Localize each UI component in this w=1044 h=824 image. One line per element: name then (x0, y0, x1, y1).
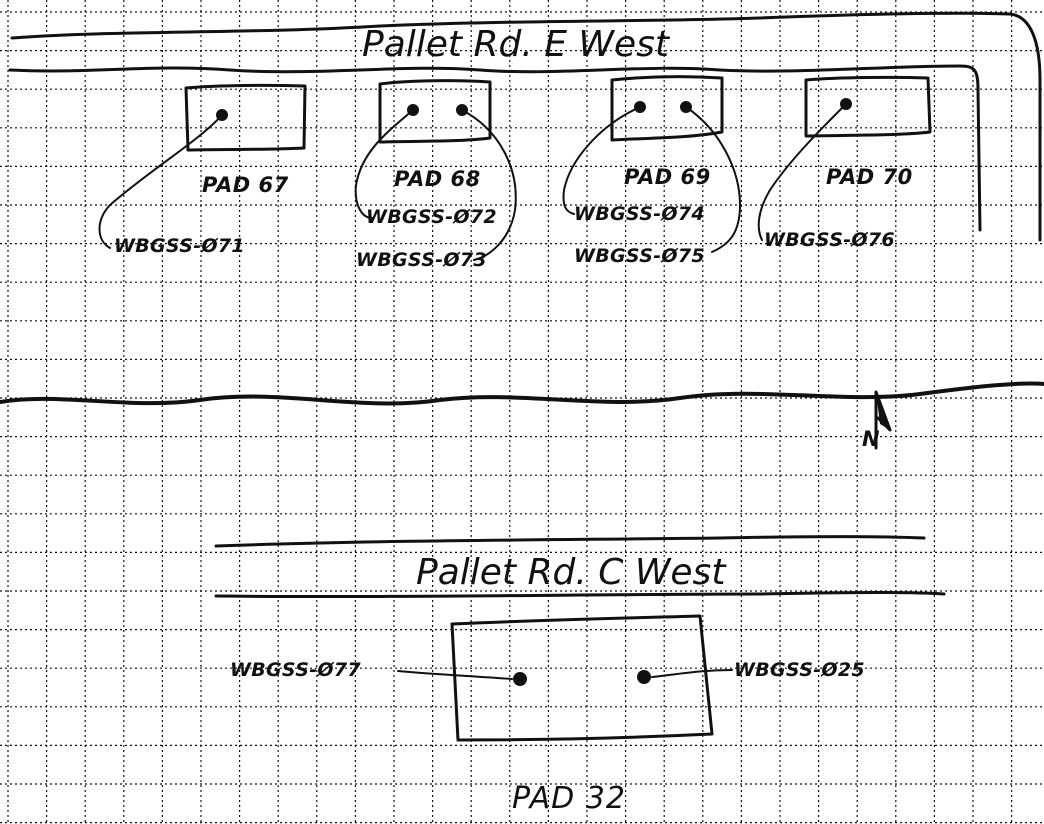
road-c-label: Pallet Rd. C West (416, 552, 727, 593)
pad-32-box (450, 614, 714, 742)
well-76-leader (757, 103, 847, 241)
road-e-lower-edge (8, 64, 982, 232)
well-76-label: WBGSS-Ø76 (764, 229, 895, 251)
pad-67-box (184, 83, 307, 152)
well-75-label: WBGSS-Ø75 (574, 245, 705, 267)
pad-70-box (804, 75, 932, 138)
north-arrow-label: N (862, 427, 880, 451)
well-75-leader (685, 106, 741, 253)
pad-70-label: PAD 70 (826, 165, 913, 189)
well-74-leader (562, 106, 641, 215)
well-77-marker (513, 672, 527, 686)
pad-68-label: PAD 68 (394, 167, 481, 191)
north-arrow-fill (876, 392, 890, 430)
well-71-label: WBGSS-Ø71 (114, 235, 245, 257)
pad-32: WBGSS-Ø77 WBGSS-Ø25 PAD 32 (230, 614, 865, 816)
well-72-label: WBGSS-Ø72 (366, 206, 497, 228)
well-73-label: WBGSS-Ø73 (356, 249, 487, 271)
road-e-west: Pallet Rd. E West (8, 11, 1042, 242)
well-25-marker (637, 670, 651, 684)
well-25-label: WBGSS-Ø25 (734, 659, 865, 681)
pad-69-label: PAD 69 (624, 165, 711, 189)
road-e-label: Pallet Rd. E West (362, 24, 671, 65)
well-25-leader (651, 669, 733, 678)
pad-68-box (378, 79, 492, 144)
north-arrow: N (862, 390, 892, 451)
well-73-leader (461, 109, 517, 261)
road-c-lower-edge (214, 591, 946, 599)
pad-70: PAD 70 WBGSS-Ø76 (757, 75, 932, 251)
well-77-leader (397, 670, 513, 680)
well-72-leader (354, 109, 414, 219)
well-77-label: WBGSS-Ø77 (230, 659, 361, 681)
pad-68: PAD 68 WBGSS-Ø72 WBGSS-Ø73 (354, 79, 517, 271)
road-c-upper-edge (214, 535, 926, 548)
wavy-boundary-line (0, 381, 1044, 406)
pad-69-box (610, 75, 724, 142)
pad-32-label: PAD 32 (512, 781, 626, 816)
road-c-west: Pallet Rd. C West (214, 535, 946, 599)
well-74-label: WBGSS-Ø74 (574, 203, 705, 225)
well-71-leader (98, 114, 223, 249)
pad-67-label: PAD 67 (202, 173, 289, 197)
pad-67: PAD 67 WBGSS-Ø71 (98, 83, 307, 257)
pad-69: PAD 69 WBGSS-Ø74 WBGSS-Ø75 (562, 75, 741, 267)
road-e-upper-edge (10, 11, 1042, 242)
